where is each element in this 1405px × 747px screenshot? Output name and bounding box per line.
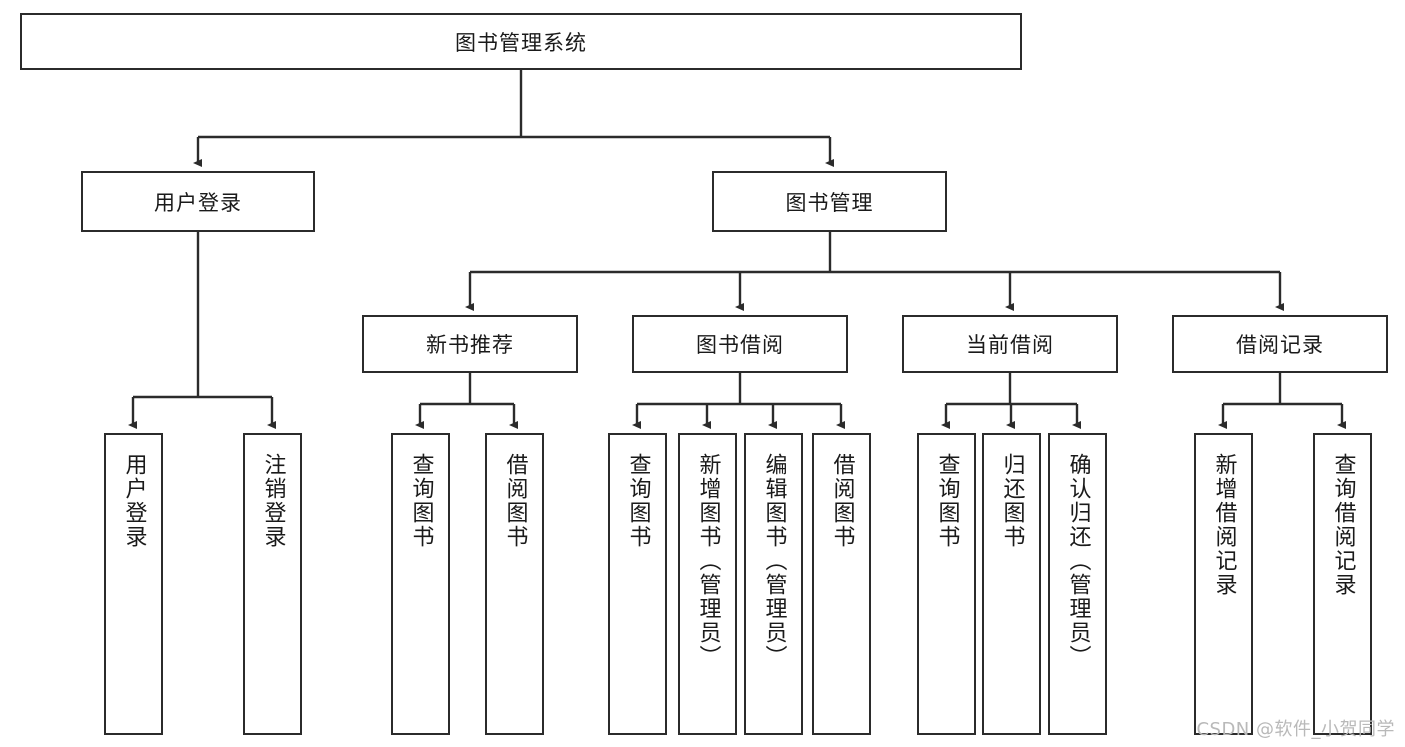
node-label: 图书借阅 [696,333,784,357]
node-label: 图书管理 [785,190,874,215]
node-label: 用户登录 [154,190,242,215]
leaf-current-borrow-return[interactable]: 归还图书 [982,433,1041,735]
node-label: 借阅图书 [502,453,528,549]
node-user-login[interactable]: 用户登录 [81,171,315,232]
leaf-book-borrow-borrow[interactable]: 借阅图书 [812,433,871,735]
leaf-current-borrow-confirm-return[interactable]: 确认归还（管理员） [1048,433,1107,735]
node-book-borrow[interactable]: 图书借阅 [632,315,848,373]
leaf-book-borrow-add[interactable]: 新增图书（管理员） [678,433,737,735]
leaf-borrow-record-add[interactable]: 新增借阅记录 [1194,433,1253,735]
node-label: 编辑图书（管理员） [761,453,787,669]
node-label: 借阅图书 [829,453,855,549]
leaf-borrow-record-query[interactable]: 查询借阅记录 [1313,433,1372,735]
watermark: CSDN @软件_小贺同学 [1196,719,1395,740]
node-book-management[interactable]: 图书管理 [712,171,947,232]
node-label: 新增借阅记录 [1211,453,1237,597]
node-label: 图书管理系统 [455,30,587,55]
node-label: 新增图书（管理员） [695,453,721,669]
node-root-system[interactable]: 图书管理系统 [20,13,1022,70]
node-label: 归还图书 [999,453,1025,549]
node-label: 用户登录 [121,453,147,549]
node-current-borrow[interactable]: 当前借阅 [902,315,1118,373]
node-new-book-recommend[interactable]: 新书推荐 [362,315,578,373]
leaf-user-login-login[interactable]: 用户登录 [104,433,163,735]
node-label: 当前借阅 [966,333,1054,357]
node-label: 确认归还（管理员） [1065,453,1091,669]
node-label: 查询图书 [625,453,651,549]
node-borrow-record[interactable]: 借阅记录 [1172,315,1388,373]
leaf-book-borrow-query[interactable]: 查询图书 [608,433,667,735]
leaf-new-book-query[interactable]: 查询图书 [391,433,450,735]
node-label: 新书推荐 [426,333,514,357]
leaf-new-book-borrow[interactable]: 借阅图书 [485,433,544,735]
leaf-user-login-logout[interactable]: 注销登录 [243,433,302,735]
leaf-current-borrow-query[interactable]: 查询图书 [917,433,976,735]
node-label: 查询借阅记录 [1330,453,1356,597]
node-label: 注销登录 [260,453,286,549]
node-label: 查询图书 [934,453,960,549]
leaf-book-borrow-edit[interactable]: 编辑图书（管理员） [744,433,803,735]
node-label: 查询图书 [408,453,434,549]
node-label: 借阅记录 [1236,333,1324,357]
